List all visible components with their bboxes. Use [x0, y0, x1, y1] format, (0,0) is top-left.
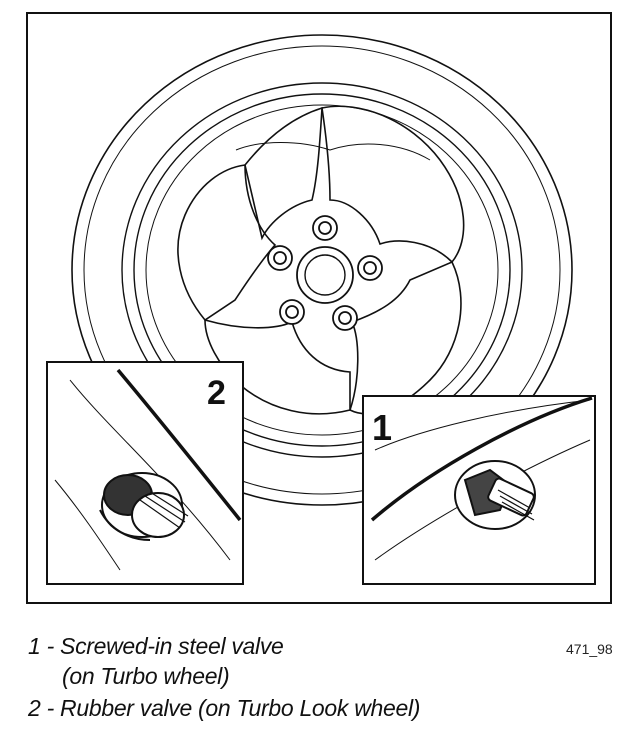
inset-steel-valve: 1 — [362, 395, 596, 585]
wheel-spokes — [177, 105, 465, 415]
inset-left-number: 2 — [207, 374, 226, 412]
inset-right-number: 1 — [372, 407, 392, 448]
inset-rubber-valve: 2 — [46, 361, 244, 585]
wheel-hub — [267, 215, 383, 331]
rubber-valve-icon — [99, 472, 189, 541]
caption-item-2: 2 - Rubber valve (on Turbo Look wheel) — [28, 695, 421, 721]
steel-valve-icon — [454, 460, 536, 530]
figure-number: 471_98 — [566, 641, 613, 657]
tire-outline — [71, 34, 573, 506]
caption-item-1: 1 - Screwed-in steel valve — [28, 633, 284, 659]
caption-item-1-detail: (on Turbo wheel) — [62, 663, 230, 689]
figure-frame — [26, 12, 612, 604]
